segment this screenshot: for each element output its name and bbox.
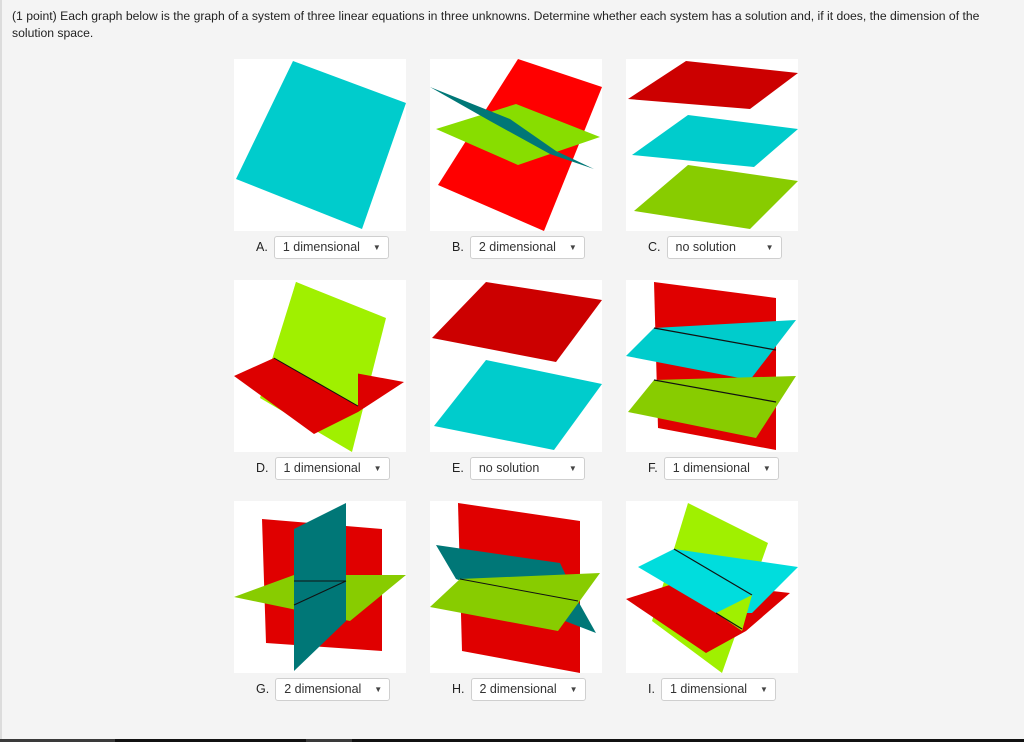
answer-label-i: I. (648, 682, 655, 696)
chevron-down-icon: ▼ (569, 684, 578, 694)
graph-cell-c: C. no solution ▼ (626, 59, 826, 269)
selected-value-g: 2 dimensional (284, 681, 362, 696)
chevron-down-icon: ▼ (765, 242, 774, 252)
answer-select-i[interactable]: 1 dimensional ▼ (660, 677, 776, 701)
graph-image-f (626, 280, 798, 452)
answer-select-g[interactable]: 2 dimensional ▼ (275, 677, 391, 701)
selected-value-d: 1 dimensional (283, 460, 361, 475)
graph-image-b (430, 59, 602, 231)
selected-value-b: 2 dimensional (478, 239, 556, 254)
graph-image-d (234, 280, 406, 452)
answer-label-d: D. (256, 461, 269, 475)
answer-label-a: A. (256, 240, 268, 254)
selected-value-f: 1 dimensional (672, 460, 750, 475)
graph-cell-g: G. 2 dimensional ▼ (234, 501, 434, 711)
graph-image-e (430, 280, 602, 452)
chevron-down-icon: ▼ (568, 463, 577, 473)
graph-cell-h: H. 2 dimensional ▼ (430, 501, 630, 711)
taskbar-segment (306, 739, 352, 742)
answer-select-e[interactable]: no solution ▼ (469, 456, 585, 480)
answer-label-f: F. (648, 461, 658, 475)
graph-cell-d: D. 1 dimensional ▼ (234, 280, 434, 490)
answer-select-c[interactable]: no solution ▼ (666, 235, 782, 259)
selected-value-a: 1 dimensional (282, 239, 360, 254)
answer-label-b: B. (452, 240, 464, 254)
graph-cell-b: B. 2 dimensional ▼ (430, 59, 630, 269)
answer-select-a[interactable]: 1 dimensional ▼ (273, 235, 389, 259)
answer-select-f[interactable]: 1 dimensional ▼ (663, 456, 779, 480)
graph-image-g (234, 501, 406, 673)
graph-image-a (234, 59, 406, 231)
selected-value-e: no solution (478, 460, 540, 475)
chevron-down-icon: ▼ (760, 684, 768, 694)
graph-cell-e: E. no solution ▼ (430, 280, 630, 490)
answer-select-d[interactable]: 1 dimensional ▼ (274, 456, 390, 480)
chevron-down-icon: ▼ (372, 242, 381, 252)
answer-label-e: E. (452, 461, 464, 475)
answer-label-h: H. (452, 682, 465, 696)
graph-cell-a: A. 1 dimensional ▼ (234, 59, 434, 269)
answer-label-g: G. (256, 682, 270, 696)
selected-value-c: no solution (675, 239, 736, 254)
chevron-down-icon: ▼ (762, 463, 771, 473)
selected-value-h: 2 dimensional (479, 681, 557, 696)
chevron-down-icon: ▼ (374, 684, 383, 694)
taskbar-strip (0, 739, 1024, 742)
answer-select-b[interactable]: 2 dimensional ▼ (469, 235, 585, 259)
graph-image-c (626, 59, 798, 231)
graph-image-i (626, 501, 798, 673)
problem-prompt: (1 point) Each graph below is the graph … (12, 9, 980, 40)
chevron-down-icon: ▼ (373, 463, 382, 473)
answer-label-c: C. (648, 240, 661, 254)
chevron-down-icon: ▼ (568, 242, 577, 252)
graph-cell-i: I. 1 dimensional ▼ (626, 501, 826, 711)
answer-select-h[interactable]: 2 dimensional ▼ (470, 677, 586, 701)
taskbar-segment (0, 739, 115, 742)
selected-value-i: 1 dimensional (669, 681, 748, 696)
graph-image-h (430, 501, 602, 673)
graph-cell-f: F. 1 dimensional ▼ (626, 280, 826, 490)
